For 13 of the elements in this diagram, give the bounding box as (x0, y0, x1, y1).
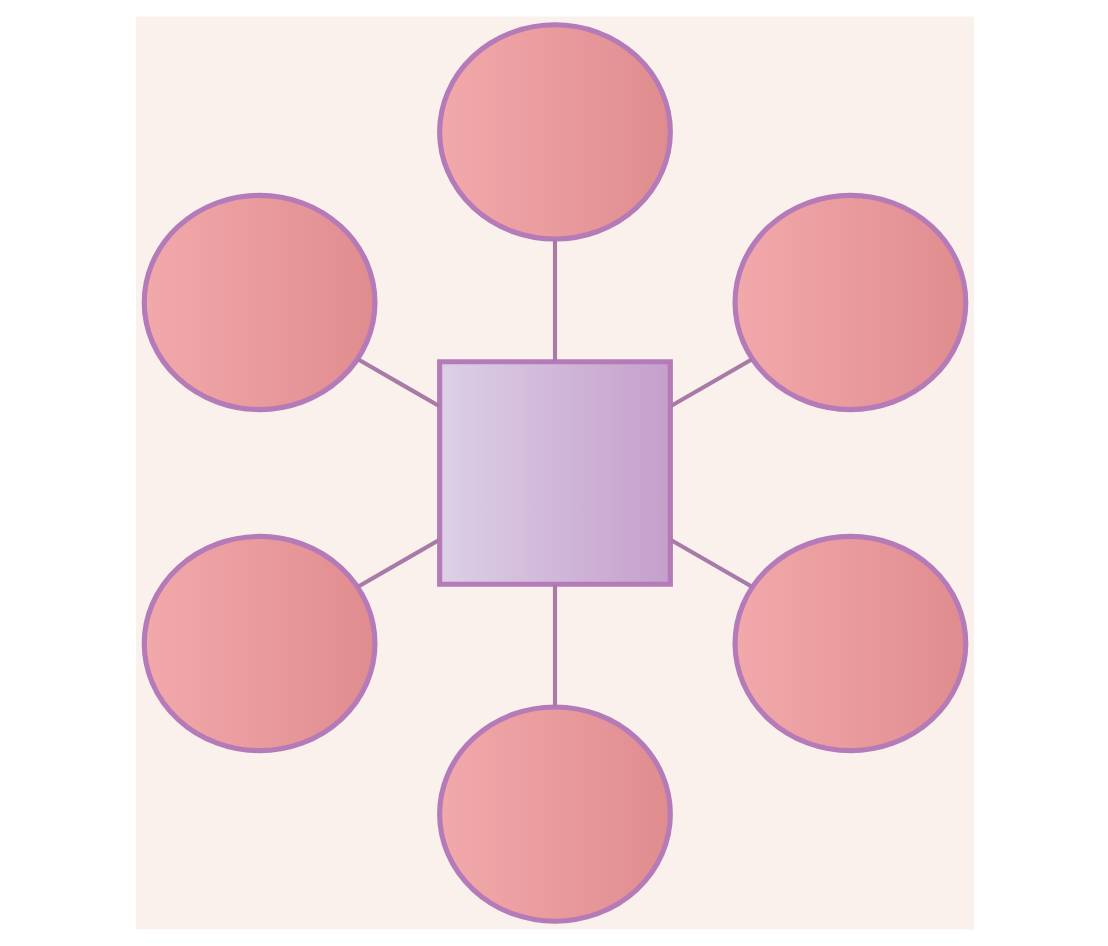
connector (668, 357, 753, 408)
connector (551, 584, 557, 707)
connector (668, 538, 753, 589)
node-circle (731, 533, 968, 754)
node-circle (436, 704, 672, 924)
connector (355, 357, 440, 408)
node-circle (731, 192, 968, 413)
connector (355, 538, 440, 589)
connector (551, 239, 557, 362)
node-circle (436, 22, 672, 242)
node-circle (140, 533, 377, 754)
node-box (436, 359, 672, 587)
node-circle (140, 192, 377, 413)
